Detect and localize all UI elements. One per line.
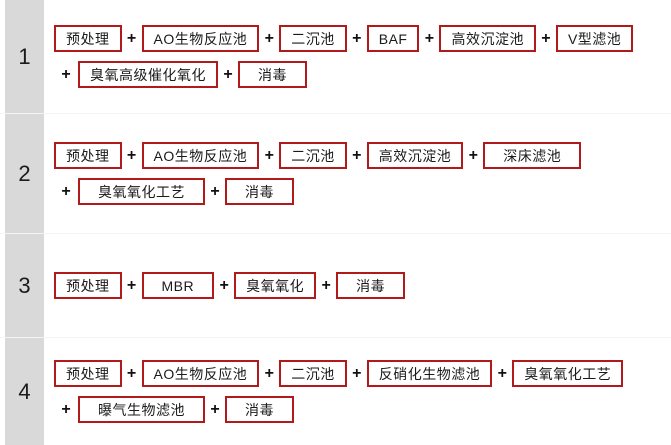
process-step-box[interactable]: 预处理 (54, 142, 122, 169)
plus-connector-icon: + (321, 276, 331, 294)
row-index-column: 1 (0, 0, 44, 113)
process-step-box[interactable]: V型滤池 (555, 25, 634, 52)
process-step-box[interactable]: 消毒 (225, 396, 294, 423)
scheme-steps: 预处理 + AO生物反应池 + 二沉池 + 反硝化生物滤池 + 臭氧氧化工艺 +… (44, 338, 671, 445)
scheme-row: 3 预处理 + MBR + 臭氧氧化 + 消毒 (0, 233, 671, 337)
step-line: + 臭氧高级催化氧化 + 消毒 (54, 61, 671, 88)
process-step-box[interactable]: AO生物反应池 (141, 360, 260, 387)
process-step-box[interactable]: 二沉池 (279, 142, 347, 169)
plus-connector-icon: + (126, 146, 137, 164)
scheme-steps: 预处理 + AO生物反应池 + 二沉池 + 高效沉淀池 + 深床滤池 + 臭氧氧… (44, 114, 671, 233)
plus-connector-icon: + (352, 364, 362, 382)
row-index-column: 4 (0, 338, 44, 445)
process-step-box[interactable]: AO生物反应池 (141, 25, 260, 52)
plus-connector-icon: + (126, 364, 137, 382)
process-step-box[interactable]: 二沉池 (279, 25, 347, 52)
scheme-row: 2 预处理 + AO生物反应池 + 二沉池 + 高效沉淀池 + 深床滤池 + 臭… (0, 113, 671, 233)
process-step-box[interactable]: MBR (141, 272, 215, 299)
process-step-box[interactable]: 臭氧氧化工艺 (512, 360, 624, 387)
plus-connector-icon: + (210, 400, 220, 418)
plus-connector-icon: + (352, 146, 362, 164)
process-step-box[interactable]: 消毒 (225, 178, 294, 205)
process-step-box[interactable]: 高效沉淀池 (366, 142, 464, 169)
scheme-number-badge: 4 (5, 338, 44, 445)
scheme-number-badge: 2 (5, 114, 44, 233)
process-step-box[interactable]: 预处理 (54, 360, 122, 387)
process-step-box[interactable]: AO生物反应池 (141, 142, 260, 169)
plus-connector-icon: + (126, 29, 137, 47)
process-step-box[interactable]: 臭氧氧化 (234, 272, 317, 299)
process-step-box[interactable]: 高效沉淀池 (439, 25, 536, 52)
plus-connector-icon: + (61, 400, 71, 418)
plus-connector-icon: + (468, 146, 478, 164)
step-line: 预处理 + AO生物反应池 + 二沉池 + 高效沉淀池 + 深床滤池 (54, 142, 671, 169)
plus-connector-icon: + (61, 182, 71, 200)
scheme-steps: 预处理 + MBR + 臭氧氧化 + 消毒 (44, 234, 671, 337)
step-line: 预处理 + AO生物反应池 + 二沉池 + 反硝化生物滤池 + 臭氧氧化工艺 (54, 360, 671, 387)
process-step-box[interactable]: 预处理 (54, 272, 122, 299)
plus-connector-icon: + (210, 182, 220, 200)
step-line: + 曝气生物滤池 + 消毒 (54, 396, 671, 423)
scheme-number-badge: 1 (5, 0, 44, 113)
process-step-box[interactable]: 臭氧氧化工艺 (78, 178, 205, 205)
plus-connector-icon: + (219, 276, 229, 294)
scheme-number-badge: 3 (5, 234, 44, 337)
process-step-box[interactable]: 曝气生物滤池 (78, 396, 205, 423)
plus-connector-icon: + (264, 146, 274, 164)
scheme-row: 1 预处理 + AO生物反应池 + 二沉池 + BAF + 高效沉淀池 + V型… (0, 0, 671, 113)
row-index-column: 3 (0, 234, 44, 337)
plus-connector-icon: + (424, 29, 435, 47)
plus-connector-icon: + (264, 29, 274, 47)
plus-connector-icon: + (352, 29, 362, 47)
process-step-box[interactable]: 二沉池 (279, 360, 347, 387)
row-index-column: 2 (0, 114, 44, 233)
plus-connector-icon: + (61, 65, 71, 83)
process-step-box[interactable]: BAF (366, 25, 420, 52)
plus-connector-icon: + (497, 364, 507, 382)
plus-connector-icon: + (264, 364, 274, 382)
process-step-box[interactable]: 臭氧高级催化氧化 (78, 61, 218, 88)
process-step-box[interactable]: 预处理 (54, 25, 122, 52)
process-step-box[interactable]: 消毒 (336, 272, 406, 299)
scheme-row: 4 预处理 + AO生物反应池 + 二沉池 + 反硝化生物滤池 + 臭氧氧化工艺… (0, 337, 671, 445)
process-step-box[interactable]: 反硝化生物滤池 (366, 360, 493, 387)
process-step-box[interactable]: 消毒 (238, 61, 307, 88)
plus-connector-icon: + (126, 276, 137, 294)
process-step-box[interactable]: 深床滤池 (483, 142, 582, 169)
scheme-steps: 预处理 + AO生物反应池 + 二沉池 + BAF + 高效沉淀池 + V型滤池… (44, 0, 671, 113)
plus-connector-icon: + (223, 65, 233, 83)
step-line: 预处理 + MBR + 臭氧氧化 + 消毒 (54, 272, 671, 299)
plus-connector-icon: + (541, 29, 551, 47)
step-line: + 臭氧氧化工艺 + 消毒 (54, 178, 671, 205)
step-line: 预处理 + AO生物反应池 + 二沉池 + BAF + 高效沉淀池 + V型滤池 (54, 25, 671, 52)
